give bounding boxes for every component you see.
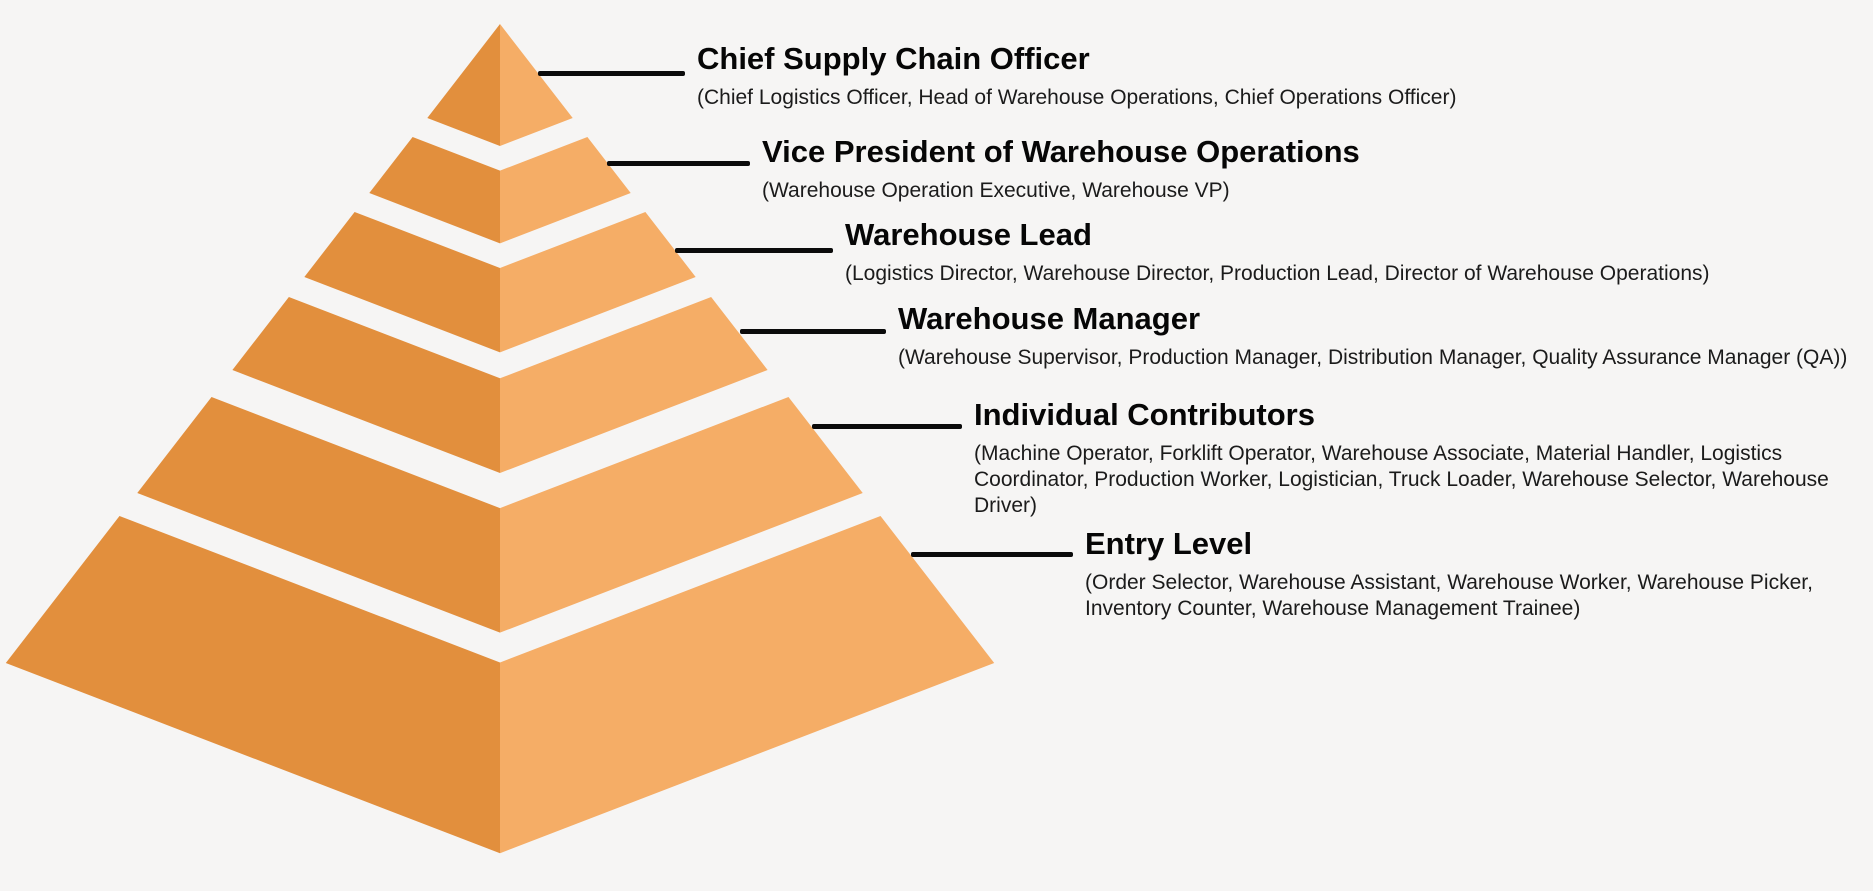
connector-line-1 — [538, 71, 685, 76]
level-label-warehouse-manager: Warehouse Manager (Warehouse Supervisor,… — [898, 300, 1847, 371]
pyramid-tier-3-right-face — [500, 212, 696, 353]
pyramid-tier-2-left-face — [369, 137, 500, 244]
level-label-chief-supply-chain-officer: Chief Supply Chain Officer (Chief Logist… — [697, 40, 1456, 111]
level-label-individual-contributors: Individual Contributors (Machine Operato… — [974, 396, 1873, 519]
connector-line-4 — [740, 329, 886, 334]
pyramid-tier-1-right-face — [500, 24, 573, 146]
level-title: Vice President of Warehouse Operations — [762, 134, 1360, 169]
pyramid-tier-6-left-face — [5, 516, 500, 854]
pyramid-tier-5-right-face — [500, 397, 863, 633]
connector-line-3 — [675, 248, 833, 253]
connector-line-6 — [911, 552, 1073, 557]
pyramid-tier-3-left-face — [304, 212, 500, 353]
level-alternate-titles: (Machine Operator, Forklift Operator, Wa… — [974, 442, 1829, 517]
pyramid-tier-2-right-face — [500, 137, 631, 244]
level-title: Warehouse Manager — [898, 301, 1201, 336]
pyramid-tier-4-right-face — [500, 297, 768, 474]
level-alternate-titles: (Logistics Director, Warehouse Director,… — [845, 262, 1710, 285]
level-label-vice-president: Vice President of Warehouse Operations (… — [762, 133, 1360, 204]
connector-line-2 — [607, 161, 750, 166]
level-alternate-titles: (Warehouse Supervisor, Production Manage… — [898, 346, 1848, 369]
level-alternate-titles: (Chief Logistics Officer, Head of Wareho… — [697, 86, 1457, 109]
pyramid-tier-1-left-face — [427, 24, 500, 146]
level-label-entry-level: Entry Level (Order Selector, Warehouse A… — [1085, 525, 1873, 622]
level-alternate-titles: (Warehouse Operation Executive, Warehous… — [762, 179, 1230, 202]
pyramid-tier-5-left-face — [137, 397, 500, 633]
level-label-warehouse-lead: Warehouse Lead (Logistics Director, Ware… — [845, 216, 1710, 287]
level-title: Warehouse Lead — [845, 217, 1092, 252]
level-title: Individual Contributors — [974, 397, 1315, 432]
connector-line-5 — [812, 424, 962, 429]
pyramid-tier-4-left-face — [232, 297, 500, 474]
pyramid-tier-6-right-face — [500, 516, 995, 854]
level-title: Entry Level — [1085, 526, 1253, 561]
level-alternate-titles: (Order Selector, Warehouse Assistant, Wa… — [1085, 571, 1813, 620]
level-title: Chief Supply Chain Officer — [697, 41, 1090, 76]
